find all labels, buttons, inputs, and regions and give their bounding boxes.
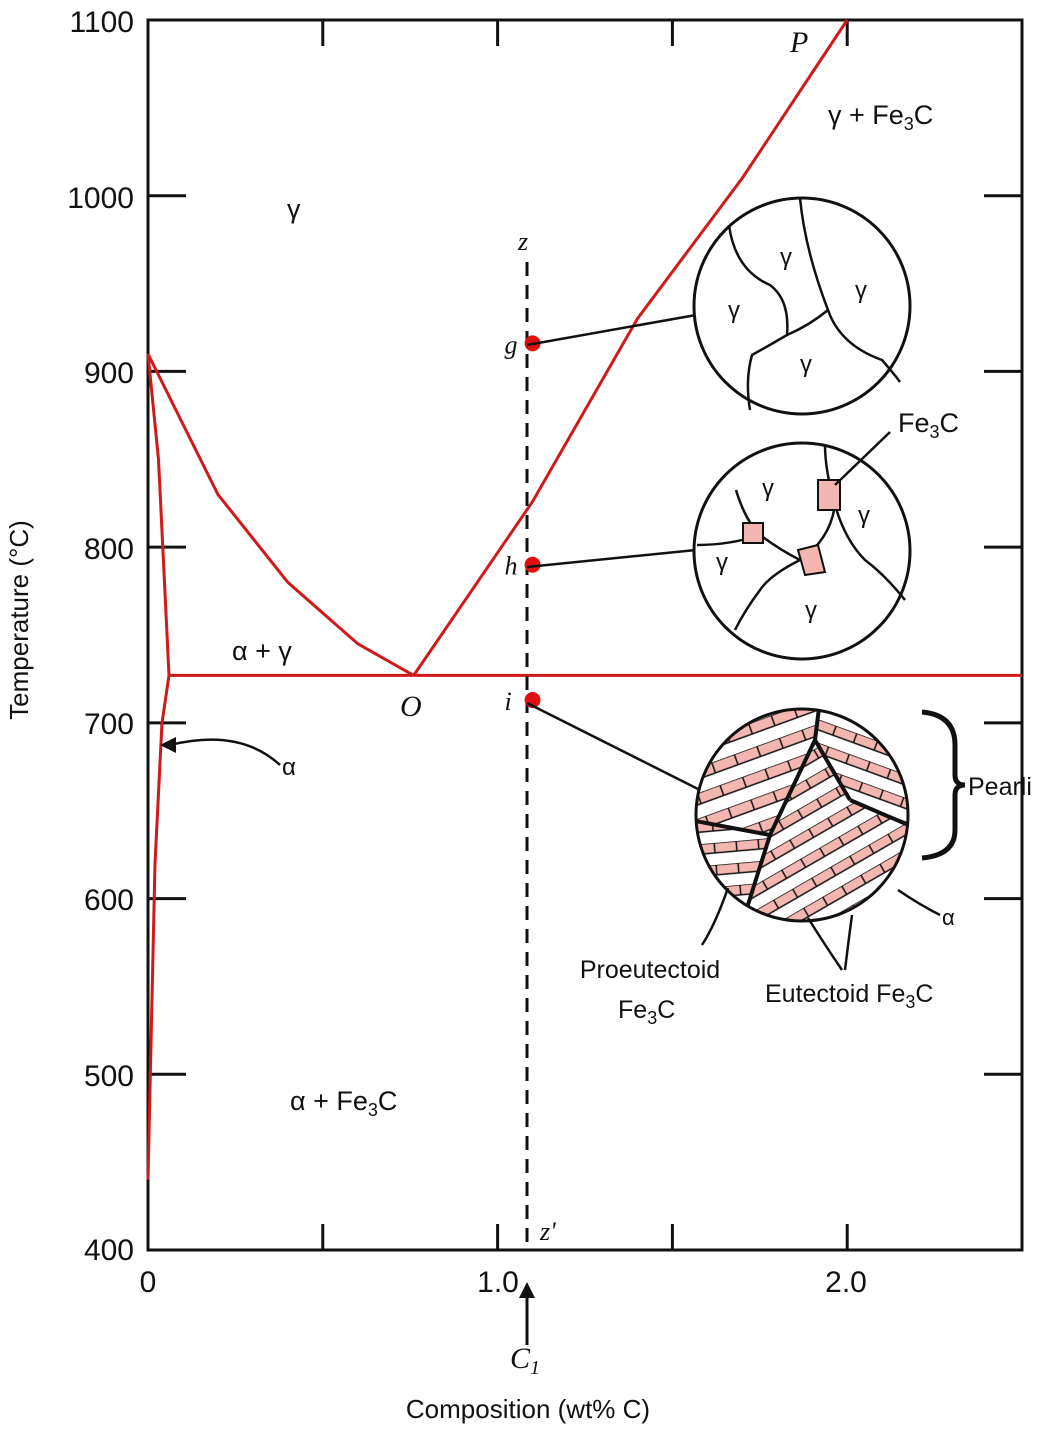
eutectoid-pointer [806, 917, 844, 971]
proeutectoid-label: Proeutectoid [580, 956, 720, 984]
state-point-label: g [505, 330, 518, 359]
leader-i [526, 701, 701, 792]
phase-gamma: γ [287, 194, 301, 224]
micrograph-austenite-fe3c: γ γ γ γ Fe3C [692, 408, 959, 661]
state-point [524, 556, 541, 573]
y-tick-label: 800 [84, 533, 134, 566]
pearlite-brace [921, 709, 966, 861]
axis-ticks [148, 18, 1022, 1252]
proeutectoid-pointer [700, 887, 730, 946]
micrograph-austenite: γ γ γ γ [692, 196, 912, 416]
fe3c-label: Fe3C [898, 408, 959, 442]
phase-boundaries [146, 19, 1022, 1180]
label-P: P [789, 26, 808, 59]
eutectoid-pointer-2 [843, 914, 854, 971]
fe3c-leader [834, 431, 891, 486]
phase-boundary-line [146, 353, 171, 676]
x-tick-labels: 0 1.0 2.0 [140, 1266, 867, 1299]
x-tick-label: 2.0 [825, 1266, 867, 1299]
eutectoid-label: Eutectoid Fe3C [765, 980, 933, 1012]
state-point-label: i [505, 687, 512, 716]
phase-gamma-fe3c: γ + Fe3C [828, 100, 933, 134]
x-tick-label: 0 [140, 1266, 157, 1299]
grain-gamma-label: γ [800, 351, 812, 378]
plot-frame [146, 18, 1024, 1252]
x-axis-title: Composition (wt% C) [406, 1394, 650, 1424]
leader-g [526, 313, 697, 347]
y-tick-label: 1000 [67, 182, 134, 215]
grain-gamma-label: γ [762, 475, 774, 502]
pearlite-label: Pearli [968, 773, 1032, 801]
phase-alpha-gamma: α + γ [232, 636, 292, 666]
phase-alpha: α [282, 754, 296, 781]
alpha-pointer-head [160, 737, 176, 753]
ferrite-pointer [897, 888, 941, 917]
y-tick-label: 500 [84, 1060, 134, 1093]
label-O: O [400, 690, 422, 723]
x-tick-label: 1.0 [477, 1266, 519, 1299]
alpha-pointer [169, 738, 281, 766]
phase-boundary-line [146, 353, 415, 677]
label-z: z [517, 227, 528, 256]
grain-gamma-label: γ [858, 502, 870, 529]
c1-arrowhead [519, 1282, 535, 1298]
c1-label: C1 [510, 1342, 540, 1379]
y-tick-label: 900 [84, 357, 134, 390]
grain-gamma-label: γ [728, 297, 740, 324]
phase-boundary-line [146, 675, 171, 1180]
y-tick-labels: 400 500 600 700 800 900 1000 1100 [67, 6, 134, 1267]
grain-gamma-label: γ [855, 277, 867, 304]
y-tick-label: 400 [84, 1234, 134, 1267]
phase-alpha-fe3c: α + Fe3C [290, 1086, 397, 1120]
state-point-label: h [505, 552, 518, 581]
grain-gamma-label: γ [805, 597, 817, 624]
y-tick-label: 1100 [69, 6, 134, 39]
y-tick-label: 600 [84, 884, 134, 917]
phase-boundary-line [412, 19, 849, 677]
y-axis-title: Temperature (°C) [4, 520, 34, 720]
grain-gamma-label: γ [780, 244, 792, 271]
leader-h [526, 548, 697, 569]
ferrite-label: α [942, 905, 955, 930]
grain-gamma-label: γ [716, 549, 728, 576]
label-z-prime: z' [539, 1217, 556, 1246]
proeutectoid-label-2: Fe3C [618, 996, 675, 1028]
y-tick-label: 700 [84, 708, 134, 741]
